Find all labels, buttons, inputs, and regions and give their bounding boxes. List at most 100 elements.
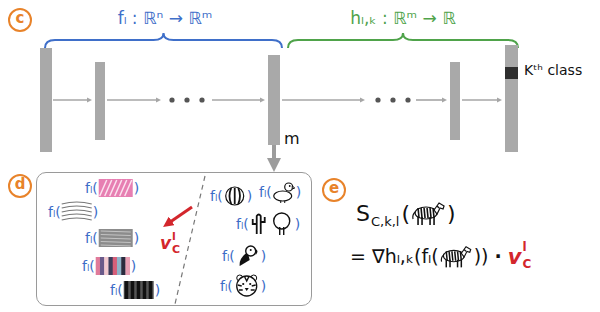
stripe	[117, 257, 122, 275]
concept-arrow	[168, 207, 192, 224]
feature-map-text: )	[247, 188, 252, 204]
concept-vector-text: l	[172, 231, 176, 244]
zebra-stripe	[451, 251, 453, 260]
bird-legs	[281, 201, 285, 203]
feature-map-text: fₗ(	[48, 204, 61, 220]
zebra-stripe	[427, 208, 428, 218]
feature-map-text: )	[134, 180, 139, 196]
texture-stroke	[62, 206, 92, 208]
stripe	[113, 257, 118, 275]
layer-arrow	[212, 99, 262, 101]
stripe	[108, 257, 113, 275]
ellipsis-dot	[405, 97, 410, 102]
zebra-stripe	[433, 208, 434, 218]
bird-beak	[292, 186, 295, 189]
encoder-function: fₗ : ℝⁿ → ℝᵐ	[118, 9, 213, 29]
melon-stripe	[229, 188, 231, 204]
stripe	[121, 257, 126, 275]
panel-letter-text: e	[329, 181, 339, 196]
texture	[124, 281, 154, 299]
layer-label: m	[284, 130, 300, 148]
paren: (	[401, 201, 410, 226]
texture-stroke	[101, 238, 131, 239]
zebra-leg	[449, 260, 451, 268]
feature-map-text: fₗ(	[222, 248, 235, 264]
panel-letter-text: c	[16, 11, 25, 26]
feature-map-text: )	[296, 184, 301, 200]
gradient-term: = ∇hₗ,ₖ(fₗ(	[350, 246, 439, 268]
parrot-eye	[250, 249, 252, 251]
cactus	[253, 215, 265, 235]
panel-letter: c	[8, 8, 32, 32]
zebra-leg	[461, 260, 463, 268]
tiger-eye	[242, 283, 244, 285]
zebra-stripe	[460, 251, 462, 260]
parrot-beak	[255, 249, 258, 255]
gray-texture-icon	[99, 229, 133, 247]
texture-stroke	[101, 242, 131, 243]
zebra-leg	[417, 217, 419, 225]
striped-texture-icon	[96, 257, 130, 275]
zebra-leg	[421, 217, 423, 225]
vector-superscript: l	[522, 241, 526, 255]
stripe	[125, 281, 129, 299]
layer-arrow	[53, 99, 89, 101]
ellipsis-dot	[184, 97, 189, 102]
score-symbol: S	[356, 201, 370, 226]
feature-map-text: )	[134, 230, 139, 246]
feature-map-text: fₗ(	[110, 282, 123, 298]
zebra-leg	[457, 260, 459, 268]
bird-eye	[289, 185, 291, 187]
zebra-stripe	[464, 249, 466, 251]
ellipsis-dot	[199, 97, 204, 102]
zebra-tail	[441, 255, 443, 262]
zebra-stripe	[454, 251, 456, 260]
texture-stroke	[101, 235, 131, 236]
feature-map-text: )	[261, 248, 266, 264]
tree-crown	[274, 213, 290, 229]
feature-map-text: fₗ(	[236, 216, 249, 232]
output-layer: Kᵗʰ class	[505, 45, 518, 152]
panel-letter-text: d	[15, 177, 26, 192]
texture-stroke	[101, 231, 131, 232]
melon	[226, 187, 244, 205]
zebra-stripe	[448, 251, 450, 260]
parrot-icon	[240, 246, 258, 266]
tiger-eye	[249, 283, 251, 285]
texture-stroke	[125, 180, 132, 196]
concept-vector-text: C	[172, 244, 180, 257]
layer-bar	[95, 62, 105, 140]
zebra-stripe	[424, 208, 425, 218]
zebra-leg	[429, 217, 431, 225]
layer-bar	[40, 48, 52, 152]
score-subscript: C,k,l	[371, 215, 399, 230]
zebra-leg	[446, 260, 448, 268]
head-brace	[288, 33, 518, 48]
pink-texture-icon	[99, 179, 133, 197]
feature-map-text: )	[295, 216, 300, 232]
layer-arrow	[462, 99, 499, 101]
paren: ))	[474, 246, 489, 268]
cactus-tree-icon	[253, 213, 290, 235]
bird-head	[285, 183, 293, 191]
texture-stroke	[101, 245, 131, 246]
projection-arrow	[272, 145, 276, 164]
stripe	[149, 281, 153, 299]
paren: )	[447, 201, 456, 226]
layer-arrow	[107, 99, 158, 101]
texture-stroke	[62, 202, 92, 204]
texture-stroke	[62, 210, 92, 212]
zebra-tail	[413, 212, 415, 219]
concept-vector-text: v	[160, 234, 171, 254]
stripe	[125, 257, 130, 275]
line-texture-icon	[62, 202, 92, 220]
tree-trunk	[280, 227, 284, 235]
zebra-stripe	[457, 251, 459, 260]
feature-map-text: fₗ(	[85, 230, 98, 246]
head-function: hₗ,ₖ : ℝᵐ → ℝ	[350, 9, 455, 29]
layer-label: Kᵗʰ class	[524, 62, 582, 78]
decision-boundary	[175, 176, 205, 304]
texture-stroke	[62, 218, 92, 220]
stripe	[96, 257, 101, 275]
